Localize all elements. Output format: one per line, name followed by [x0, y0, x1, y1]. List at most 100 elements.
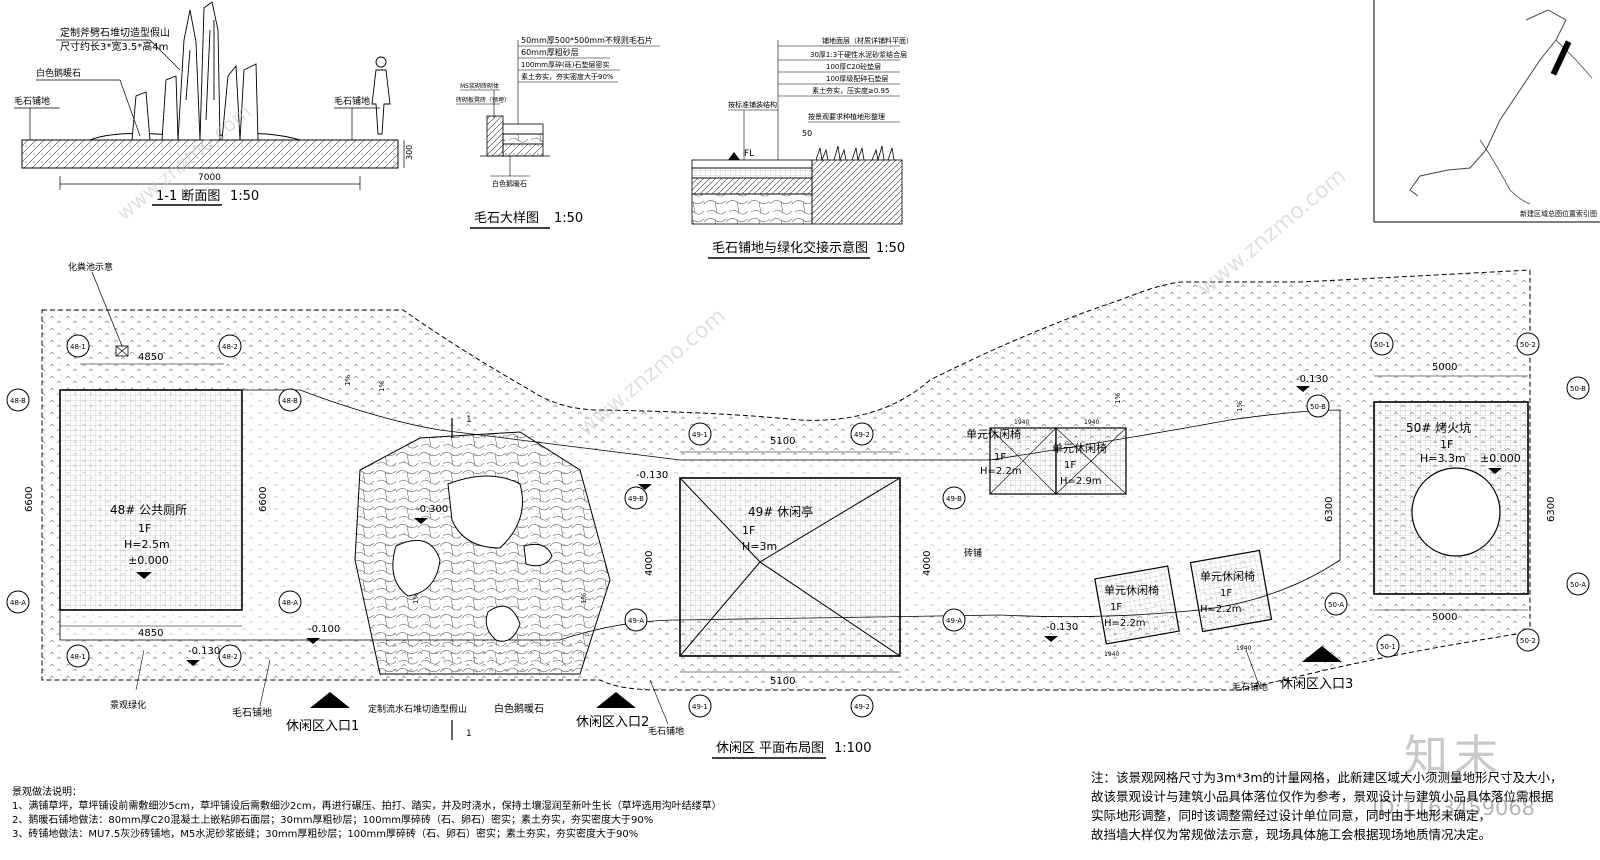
- svg-text:48-2: 48-2: [222, 343, 238, 351]
- svg-text:48-1: 48-1: [70, 653, 86, 661]
- slope-2: 1%: [378, 381, 386, 392]
- svg-text:50-A: 50-A: [1570, 581, 1586, 589]
- plan-title: 休闲区 平面布局图: [716, 741, 824, 756]
- seat-1: 单元休闲椅 1F H=2.2m 1940: [966, 419, 1057, 495]
- joint-dim-50: 50: [802, 129, 812, 138]
- rubble-title: 毛石大样图: [474, 211, 539, 226]
- section-rockery-label: 定制斧劈石堆切造型假山: [60, 26, 170, 39]
- section-pebble-label: 白色鹅暖石: [36, 67, 81, 79]
- svg-text:H=2.9m: H=2.9m: [1060, 476, 1102, 487]
- svg-text:H=2.2m: H=2.2m: [1200, 604, 1242, 615]
- section-scale: 1:50: [230, 189, 259, 204]
- pavilion-name: 49# 休闲亭: [748, 504, 813, 519]
- watermark-brand: 知末: [1404, 731, 1504, 782]
- svg-text:50-1: 50-1: [1374, 341, 1390, 349]
- remark-line-1: 注：该景观网格尺寸为3m*3m的计量网格，此新建区域大小须测量地形尺寸及大小，: [1091, 770, 1563, 785]
- firepit-dim-top: 5000: [1432, 362, 1457, 373]
- toilet-48: 48# 公共厕所 1F H=2.5m ±0.000 4850 4850 6600…: [24, 261, 269, 639]
- slope-1: 1%: [344, 375, 352, 386]
- plant-tufts-icon: [815, 145, 895, 162]
- label-rockery: 定制流水石堆切造型假山: [368, 703, 467, 715]
- section-size-label: 尺寸约长3*宽3.5*高4m: [60, 40, 168, 53]
- svg-text:1940: 1940: [1236, 645, 1251, 652]
- toilet-axis-bubbles: 48-1 48-2 48-1 48-2 48-B 48-B 48-A 48-A: [6, 334, 302, 668]
- entrance-2-arrow-icon: [596, 692, 636, 708]
- septic-label: 化粪池示意: [68, 261, 113, 273]
- section-rubble-right-label: 毛石铺地: [334, 95, 370, 107]
- rockery-elev: -0.300: [416, 504, 448, 515]
- rubble-layer-1: 50mm厚500*500mm不规则毛石片: [521, 35, 653, 45]
- svg-text:H=2.2m: H=2.2m: [1104, 618, 1146, 629]
- firepit-dim-right: 6300: [1546, 497, 1557, 522]
- notes-title: 景观做法说明：: [12, 787, 82, 798]
- section-dim-length: 7000: [198, 173, 221, 183]
- label-entrance-2: 休闲区入口2: [576, 715, 649, 730]
- slope-3: 1%: [412, 593, 420, 604]
- notes-item-2: 2、鹅暖石铺地做法：80mm厚C20混凝土上嵌粘卵石面层；30mm厚粗砂层；10…: [12, 815, 654, 826]
- svg-text:1940: 1940: [1084, 419, 1099, 426]
- svg-text:49-B: 49-B: [946, 495, 962, 503]
- svg-text:48-1: 48-1: [70, 343, 86, 351]
- label-pebble: 白色鹅暖石: [494, 702, 544, 715]
- section-rubble-left-label: 毛石铺地: [14, 95, 50, 107]
- svg-text:单元休闲椅: 单元休闲椅: [1052, 441, 1107, 455]
- svg-text:49-2: 49-2: [854, 703, 870, 711]
- pavilion-dim-bottom: 5100: [770, 676, 795, 687]
- firepit-50: 50# 烤火坑 1F H=3.3m ±0.000 5000 5000 6300 …: [1296, 362, 1557, 623]
- path-elev-1: -0.100: [308, 624, 340, 635]
- rubble-base-label: 白色鹅暖石: [492, 179, 527, 188]
- svg-text:48-A: 48-A: [282, 599, 298, 607]
- joint-struct-label: 按标准铺装结构: [728, 100, 777, 109]
- label-rubble-2: 毛石铺地: [648, 725, 684, 737]
- rubble-scale: 1:50: [554, 211, 583, 226]
- plan-view: 48# 公共厕所 1F H=2.5m ±0.000 4850 4850 6600…: [6, 261, 1590, 759]
- pavilion-floor: 1F: [742, 524, 755, 537]
- slope-6: 1%: [1236, 401, 1244, 412]
- rubble-detail: 50mm厚500*500mm不规则毛石片 60mm厚粗砂层 100mm厚碎(砾)…: [456, 35, 660, 229]
- firepit-elev: ±0.000: [1480, 452, 1521, 465]
- rockery-pebble-area: -0.300 1 1: [354, 415, 611, 740]
- firepit-name: 50# 烤火坑: [1406, 420, 1471, 435]
- pavilion-dim-right: 4000: [922, 551, 933, 576]
- svg-text:单元休闲椅: 单元休闲椅: [1104, 583, 1159, 597]
- svg-text:48-B: 48-B: [282, 397, 298, 405]
- seat-3: 单元休闲椅 1F H=2.2m 1940: [1094, 565, 1180, 658]
- label-rubble-3: 毛石铺地: [1232, 681, 1268, 693]
- toilet-dim-bottom: 4850: [138, 628, 163, 639]
- svg-text:50-2: 50-2: [1520, 341, 1536, 349]
- svg-text:1940: 1940: [1104, 651, 1119, 658]
- pavilion-49: 49# 休闲亭 1F H=3m 5100 5100 4000 4000 -0.1…: [636, 436, 933, 687]
- firepit-floor: 1F: [1440, 438, 1453, 451]
- path-elev-2: -0.130: [188, 646, 220, 657]
- svg-text:50-1: 50-1: [1380, 643, 1396, 651]
- firepit-circle: [1411, 467, 1501, 557]
- svg-text:单元休闲椅: 单元休闲椅: [1200, 569, 1255, 583]
- svg-text:50-2: 50-2: [1520, 637, 1536, 645]
- svg-text:1F: 1F: [1064, 460, 1076, 471]
- key-map: 新建区域总图位置索引图: [1373, 0, 1600, 223]
- toilet-dim-left: 6600: [24, 487, 35, 512]
- svg-text:48-B: 48-B: [10, 397, 26, 405]
- rubble-top-label: 砖砌板凳砖（预埋）: [456, 96, 510, 104]
- general-remarks: 注：该景观网格尺寸为3m*3m的计量网格，此新建区域大小须测量地形尺寸及大小， …: [1091, 768, 1591, 844]
- svg-text:1F: 1F: [994, 452, 1006, 463]
- pavilion-height: H=3m: [742, 540, 777, 553]
- toilet-elev: ±0.000: [128, 554, 169, 567]
- svg-text:49-A: 49-A: [946, 617, 962, 625]
- scale-figure-icon: [371, 56, 391, 135]
- label-entrance-3: 休闲区入口3: [1280, 677, 1353, 692]
- section-1-1: 定制斧劈石堆切造型假山 尺寸约长3*宽3.5*高4m 白色鹅暖石 毛石铺地 毛石…: [14, 1, 414, 206]
- slope-4: 1%: [580, 593, 588, 604]
- toilet-name: 48# 公共厕所: [110, 503, 187, 517]
- joint-layer-2: 30厚1:3干硬性水泥砂浆结合层: [810, 50, 907, 59]
- joint-layer-3: 100厚C20砼垫层: [826, 62, 881, 71]
- construction-notes: 景观做法说明： 1、满铺草坪，草坪铺设前需敷细沙5cm，草坪铺设后需敷细沙2cm…: [12, 786, 772, 842]
- remark-line-3: 实际地形调整，同时该调整需经过设计单位同意，同时由于地形未确定，: [1091, 808, 1492, 823]
- section-mark-top: 1: [466, 415, 472, 425]
- path-elev-3: -0.130: [1046, 622, 1078, 633]
- section-mark-bottom: 1: [466, 729, 472, 739]
- joint-scale: 1:50: [876, 241, 905, 256]
- seat-2: 单元休闲椅 1F H=2.9m 1940: [1052, 419, 1127, 495]
- remark-line-2: 故该景观设计与建筑小品具体落位仅作为参考，景观设计与建筑小品具体落位需根据: [1091, 789, 1554, 804]
